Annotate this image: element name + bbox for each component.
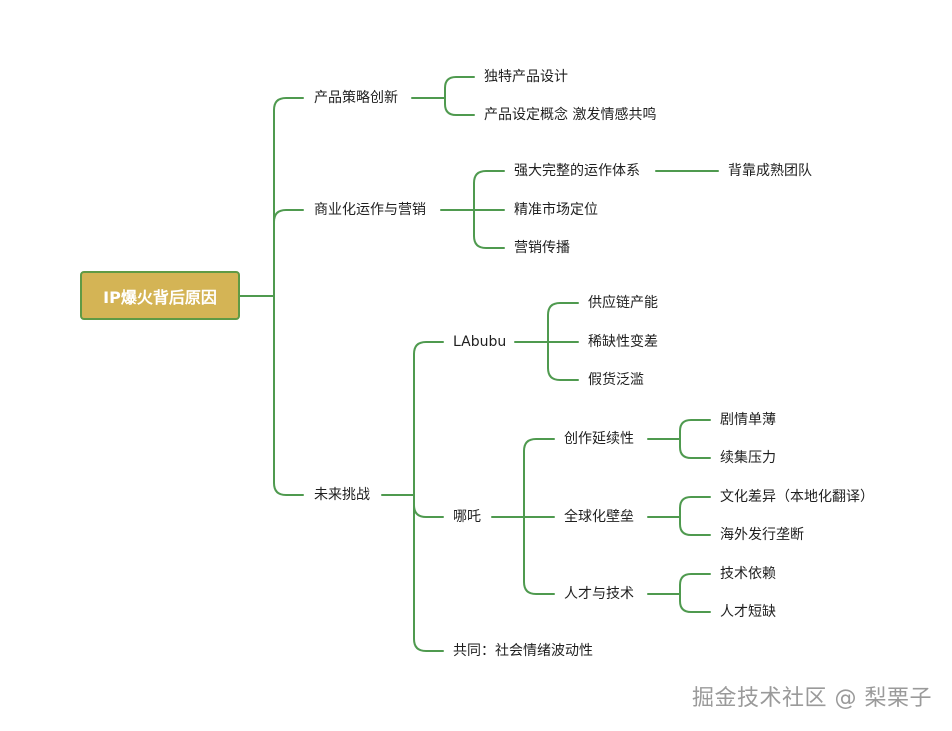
- node-globalization-barrier[interactable]: 全球化壁垒: [564, 509, 634, 525]
- link-product-children: [411, 76, 475, 116]
- node-mature-team[interactable]: 背靠成熟团队: [728, 163, 812, 179]
- link-spine-level1: [273, 97, 304, 496]
- node-product-concept[interactable]: 产品设定概念 激发情感共鸣: [484, 107, 657, 123]
- link-creation-children: [647, 419, 711, 459]
- node-cultural-difference[interactable]: 文化差异（本地化翻译）: [720, 489, 874, 505]
- node-tech-dependence[interactable]: 技术依赖: [720, 566, 776, 582]
- node-labubu[interactable]: LAbubu: [453, 334, 507, 350]
- node-operation-system[interactable]: 强大完整的运作体系: [514, 163, 640, 179]
- node-overseas-distribution[interactable]: 海外发行垄断: [720, 527, 804, 543]
- link-labubu-children: [514, 302, 579, 381]
- node-nezha[interactable]: 哪吒: [453, 509, 481, 525]
- node-marketing-spread[interactable]: 营销传播: [514, 240, 570, 256]
- node-talent-shortage[interactable]: 人才短缺: [720, 604, 776, 620]
- node-thin-plot[interactable]: 剧情单薄: [720, 412, 776, 428]
- node-scarcity-decline[interactable]: 稀缺性变差: [588, 334, 658, 350]
- link-commerce-children: [440, 170, 505, 249]
- node-product-strategy[interactable]: 产品策略创新: [314, 90, 398, 106]
- node-market-positioning[interactable]: 精准市场定位: [514, 202, 598, 218]
- node-counterfeits[interactable]: 假货泛滥: [588, 372, 644, 388]
- link-global-children: [647, 496, 711, 536]
- watermark: 掘金技术社区 @ 梨栗子: [692, 686, 932, 711]
- node-unique-design[interactable]: 独特产品设计: [484, 69, 568, 85]
- node-sequel-pressure[interactable]: 续集压力: [720, 450, 776, 466]
- node-common-sentiment[interactable]: 共同：社会情绪波动性: [453, 643, 593, 659]
- link-talent-children: [647, 573, 711, 613]
- node-future-challenges[interactable]: 未来挑战: [314, 487, 370, 503]
- root-node[interactable]: IP爆火背后原因: [80, 271, 240, 320]
- node-supply-capacity[interactable]: 供应链产能: [588, 295, 658, 311]
- link-nezha-children: [491, 438, 555, 595]
- node-creative-continuity[interactable]: 创作延续性: [564, 431, 634, 447]
- node-commercial-marketing[interactable]: 商业化运作与营销: [314, 202, 426, 218]
- link-challenge-children: [381, 341, 444, 652]
- node-talent-technology[interactable]: 人才与技术: [564, 586, 634, 602]
